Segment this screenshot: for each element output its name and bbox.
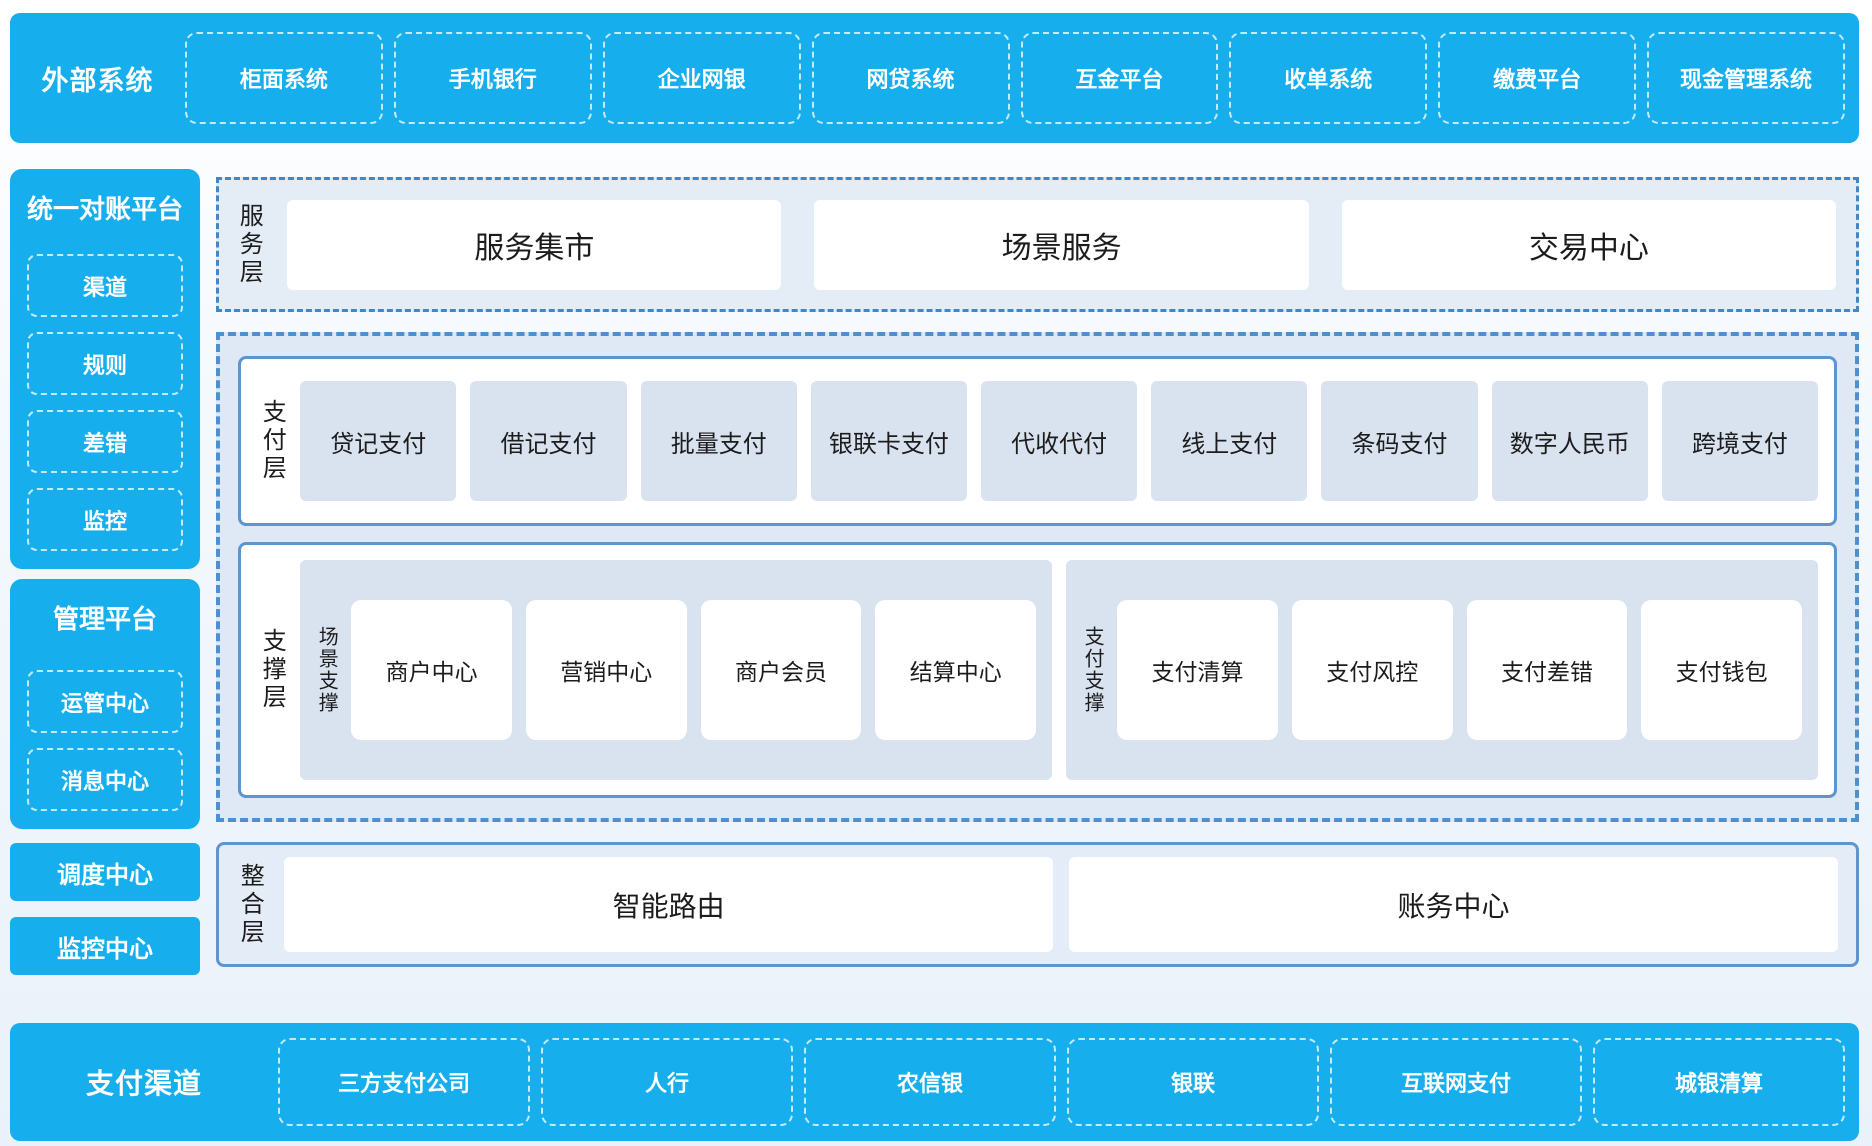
external-system-node: 收单系统 xyxy=(1229,32,1428,124)
payment-node: 贷记支付 xyxy=(300,381,457,501)
middle-section: 统一对账平台 渠道规则差错监控 管理平台 运管中心消息中心 调度中心 监控中心 … xyxy=(10,169,1859,975)
service-layer-label: 服务层 xyxy=(235,202,264,287)
payment-node: 银联卡支付 xyxy=(810,381,968,501)
external-systems-title: 外部系统 xyxy=(41,65,154,97)
management-node: 消息中心 xyxy=(27,748,184,811)
payment-support-node: 支付清算 xyxy=(1117,600,1278,740)
service-layer-items: 服务集市场景服务交易中心 xyxy=(287,199,1836,290)
monitor-center-box: 监控中心 xyxy=(10,917,201,975)
scene-support-node: 商户中心 xyxy=(351,600,512,740)
payment-support-items: 支付清算支付风控支付差错支付钱包 xyxy=(1117,600,1803,740)
service-node: 场景服务 xyxy=(814,199,1309,290)
payment-support-node: 支付钱包 xyxy=(1641,600,1803,740)
reconciliation-node: 差错 xyxy=(27,410,184,473)
integration-node: 账务中心 xyxy=(1069,857,1839,952)
payment-channel-node: 人行 xyxy=(541,1038,793,1126)
external-system-node: 互金平台 xyxy=(1020,32,1219,124)
external-system-node: 缴费平台 xyxy=(1438,32,1637,124)
payment-node: 数字人民币 xyxy=(1491,381,1648,501)
reconciliation-node: 渠道 xyxy=(27,254,184,317)
integration-layer-items: 智能路由账务中心 xyxy=(284,857,1839,952)
management-items: 运管中心消息中心 xyxy=(27,670,184,811)
payment-channel-node: 农信银 xyxy=(804,1038,1056,1126)
payment-channels-items: 三方支付公司人行农信银银联互联网支付城银清算 xyxy=(278,1038,1845,1126)
payment-channel-node: 银联 xyxy=(1067,1038,1319,1126)
scene-support-node: 营销中心 xyxy=(525,600,687,740)
payment-channels-title: 支付渠道 xyxy=(85,1067,202,1100)
external-system-node: 柜面系统 xyxy=(185,32,383,124)
payment-node: 代收代付 xyxy=(981,381,1138,501)
service-node: 交易中心 xyxy=(1341,199,1836,290)
reconciliation-node: 规则 xyxy=(27,332,184,395)
payment-support-node: 支付差错 xyxy=(1466,600,1628,740)
left-sidebar: 统一对账平台 渠道规则差错监控 管理平台 运管中心消息中心 调度中心 监控中心 xyxy=(10,169,201,975)
scene-support-label: 场景支撑 xyxy=(315,626,340,714)
payment-layer: 支付层 贷记支付借记支付批量支付银联卡支付代收代付线上支付条码支付数字人民币跨境… xyxy=(238,356,1837,526)
payment-node: 条码支付 xyxy=(1321,381,1478,501)
external-system-node: 手机银行 xyxy=(393,32,592,124)
external-systems-bar: 外部系统 柜面系统手机银行企业网银网贷系统互金平台收单系统缴费平台现金管理系统 xyxy=(10,13,1859,143)
support-groups: 场景支撑 商户中心营销中心商户会员结算中心 支付支撑 支付清算支付风控支付差错支… xyxy=(300,560,1819,780)
support-layer-label: 支撑层 xyxy=(258,628,287,712)
management-platform-panel: 管理平台 运管中心消息中心 xyxy=(10,579,201,829)
payment-channel-node: 三方支付公司 xyxy=(278,1038,530,1126)
reconciliation-node: 监控 xyxy=(27,488,184,551)
dispatch-center-box: 调度中心 xyxy=(10,843,201,901)
external-system-node: 网贷系统 xyxy=(811,32,1010,124)
payment-support-label: 支付支撑 xyxy=(1081,626,1106,714)
payment-support-panel: 支付支撑 支付清算支付风控支付差错支付钱包 xyxy=(1066,560,1819,780)
external-system-node: 企业网银 xyxy=(602,32,801,124)
scene-support-panel: 场景支撑 商户中心营销中心商户会员结算中心 xyxy=(300,560,1053,780)
scene-support-items: 商户中心营销中心商户会员结算中心 xyxy=(351,600,1037,740)
payment-node: 线上支付 xyxy=(1151,381,1308,501)
reconciliation-items: 渠道规则差错监控 xyxy=(27,254,184,551)
payment-node: 跨境支付 xyxy=(1661,381,1819,501)
integration-layer-label: 整合层 xyxy=(236,862,265,947)
payment-layer-items: 贷记支付借记支付批量支付银联卡支付代收代付线上支付条码支付数字人民币跨境支付 xyxy=(300,381,1819,501)
scene-support-node: 结算中心 xyxy=(875,600,1037,740)
payment-support-container: 支付层 贷记支付借记支付批量支付银联卡支付代收代付线上支付条码支付数字人民币跨境… xyxy=(216,332,1859,822)
management-platform-title: 管理平台 xyxy=(53,605,158,635)
payment-channel-node: 城银清算 xyxy=(1593,1038,1845,1126)
payment-channels-bar: 支付渠道 三方支付公司人行农信银银联互联网支付城银清算 xyxy=(10,1023,1859,1141)
payment-support-node: 支付风控 xyxy=(1291,600,1453,740)
integration-layer: 整合层 智能路由账务中心 xyxy=(216,842,1859,967)
reconciliation-platform-panel: 统一对账平台 渠道规则差错监控 xyxy=(10,169,201,569)
external-systems-items: 柜面系统手机银行企业网银网贷系统互金平台收单系统缴费平台现金管理系统 xyxy=(185,32,1845,124)
scene-support-node: 商户会员 xyxy=(700,600,862,740)
payment-layer-label: 支付层 xyxy=(258,399,287,483)
payment-node: 批量支付 xyxy=(640,381,797,501)
external-system-node: 现金管理系统 xyxy=(1647,32,1845,124)
payment-node: 借记支付 xyxy=(470,381,627,501)
reconciliation-platform-title: 统一对账平台 xyxy=(27,195,184,225)
payment-channel-node: 互联网支付 xyxy=(1330,1038,1582,1126)
support-layer: 支撑层 场景支撑 商户中心营销中心商户会员结算中心 支付支撑 支付清算支付风控支… xyxy=(238,542,1837,798)
main-layers: 服务层 服务集市场景服务交易中心 支付层 贷记支付借记支付批量支付银联卡支付代收… xyxy=(216,169,1859,975)
service-layer: 服务层 服务集市场景服务交易中心 xyxy=(216,177,1859,312)
management-node: 运管中心 xyxy=(27,670,184,733)
service-node: 服务集市 xyxy=(287,199,782,290)
integration-node: 智能路由 xyxy=(284,857,1054,952)
